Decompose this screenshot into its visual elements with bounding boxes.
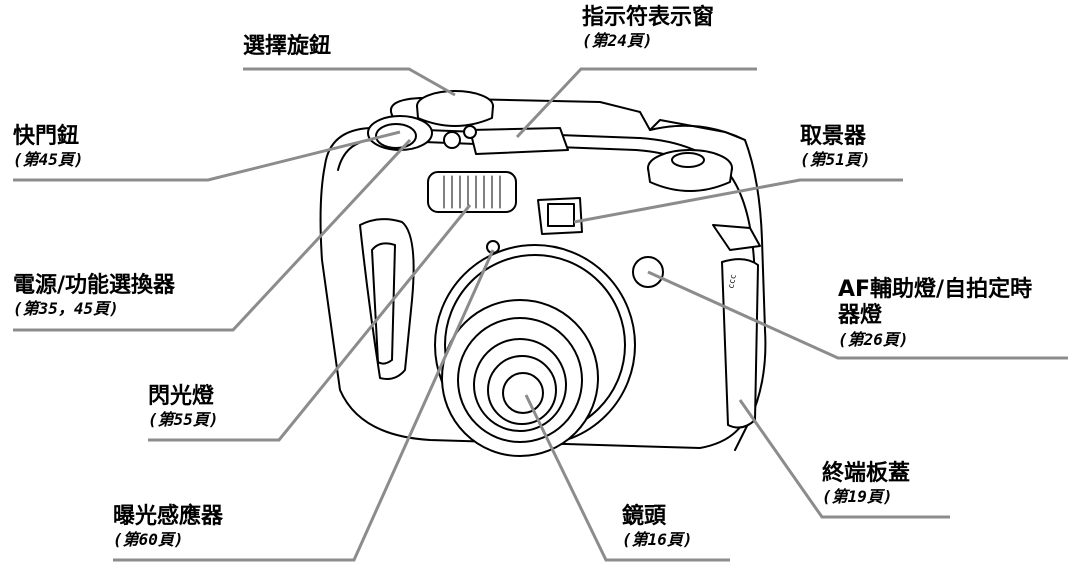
label-exposure-sensor-title: 曝光感應器: [113, 504, 224, 529]
leader-line-power: [13, 138, 412, 332]
svg-text:ccc: ccc: [726, 273, 737, 289]
label-shutter-button-page: (第45頁): [13, 150, 84, 170]
label-viewfinder-title: 取景器: [800, 124, 867, 149]
label-lens-title: 鏡頭: [622, 504, 667, 529]
leader-line-terminal: [738, 399, 950, 519]
strap-lug: [712, 224, 761, 251]
leader-line-indicator: [515, 67, 757, 139]
shutter-button: [375, 123, 417, 149]
camera-top-plate: [649, 119, 746, 141]
lens-glass: [502, 372, 544, 414]
label-power-switch-page: (第35，45頁): [13, 299, 119, 319]
label-indicator-window: 指示符表示窗 (第24頁): [582, 5, 714, 51]
label-flash-title: 閃光燈: [148, 384, 215, 409]
label-power-switch-title: 電源/功能選換器: [13, 273, 176, 298]
label-mode-dial: 選擇旋鈕: [243, 34, 331, 60]
leader-line-viewfinder: [573, 178, 903, 224]
indicator-window: [469, 127, 569, 155]
label-indicator-window-page: (第24頁): [582, 31, 653, 51]
label-af-assist-lamp-title-1: AF輔助燈/自拍定時: [838, 277, 1033, 302]
leader-line-af: [647, 270, 1068, 360]
label-af-assist-lamp: AF輔助燈/自拍定時 器燈 (第26頁): [838, 277, 1032, 349]
label-af-assist-lamp-page: (第26頁): [838, 329, 909, 349]
label-terminal-cover-page: (第19頁): [822, 487, 893, 507]
label-mode-dial-title: 選擇旋鈕: [243, 34, 332, 59]
label-af-assist-lamp-title-2: 器燈: [838, 303, 883, 329]
label-exposure-sensor: 曝光感應器 (第60頁): [113, 504, 223, 550]
leader-line-flash: [148, 204, 472, 442]
leader-line-lens: [524, 394, 730, 562]
label-viewfinder-page: (第51頁): [800, 150, 871, 170]
label-flash: 閃光燈 (第55頁): [148, 384, 219, 430]
leader-line-exposure: [113, 249, 495, 562]
label-power-switch: 電源/功能選換器 (第35，45頁): [13, 273, 175, 319]
label-viewfinder: 取景器 (第51頁): [800, 124, 871, 170]
label-terminal-cover-title: 終端板蓋: [822, 461, 911, 486]
label-indicator-window-title: 指示符表示窗: [582, 5, 715, 30]
label-exposure-sensor-page: (第60頁): [113, 530, 184, 550]
label-lens: 鏡頭 (第16頁): [622, 504, 693, 550]
label-terminal-cover: 終端板蓋 (第19頁): [822, 461, 910, 507]
leader-line-shutter: [13, 130, 401, 182]
label-lens-page: (第16頁): [622, 530, 693, 550]
flash-window: [427, 171, 517, 213]
label-flash-page: (第55頁): [148, 410, 219, 430]
label-shutter-button-title: 快門鈕: [13, 124, 80, 149]
leader-line-dial: [243, 67, 456, 97]
label-shutter-button: 快門鈕 (第45頁): [13, 124, 84, 170]
